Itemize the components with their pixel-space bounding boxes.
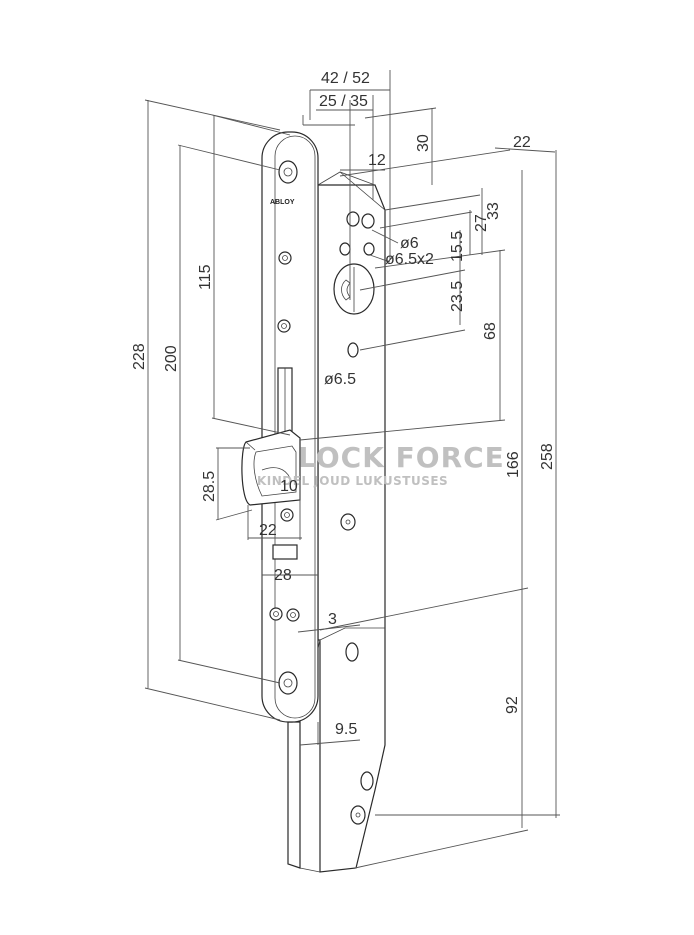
dim-28: 28 bbox=[274, 567, 292, 584]
watermark-title: LOCK FORCE bbox=[298, 441, 505, 474]
dim-3: 3 bbox=[328, 611, 337, 628]
dim-hole-65: ø6.5 bbox=[324, 371, 356, 388]
watermark: LOCK FORCE KINDEL JOUD LUKUSTUSES bbox=[257, 441, 505, 488]
dim-27: 27 bbox=[473, 214, 490, 232]
latch-bolt bbox=[241, 429, 301, 506]
dim-10: 10 bbox=[280, 478, 298, 495]
dimension-lines bbox=[144, 70, 560, 869]
faceplate-screw-bottom bbox=[278, 671, 298, 695]
dim-12: 12 bbox=[368, 152, 386, 169]
dim-22-top: 22 bbox=[513, 134, 531, 151]
dim-22-latch: 22 bbox=[259, 522, 277, 539]
top-screw-hole-2 bbox=[361, 213, 375, 229]
spindle-hole-left bbox=[339, 242, 351, 256]
dim-30: 30 bbox=[415, 134, 432, 152]
dim-15-5: 15.5 bbox=[449, 231, 466, 262]
case-screw-lower bbox=[350, 805, 366, 825]
aux-latch-window bbox=[272, 544, 298, 560]
top-screw-hole-1 bbox=[346, 211, 360, 227]
spindle-hole-right bbox=[363, 242, 375, 256]
dim-258: 258 bbox=[539, 443, 556, 470]
dim-hole-6: ø6 bbox=[400, 235, 419, 252]
fixing-hole-65 bbox=[347, 342, 359, 358]
dim-200: 200 bbox=[163, 345, 180, 372]
watermark-subtitle: KINDEL JOUD LUKUSTUSES bbox=[257, 474, 448, 488]
case-hole-lower-2 bbox=[360, 771, 374, 791]
dimension-labels: 42 / 52 25 / 35 30 22 12 33 27 ø6 ø6.5x2… bbox=[131, 70, 556, 738]
dim-backset-small: 25 / 35 bbox=[319, 93, 368, 110]
dim-228: 228 bbox=[131, 343, 148, 370]
dim-68: 68 bbox=[482, 322, 499, 340]
dim-hole-65x2: ø6.5x2 bbox=[385, 251, 434, 268]
case-screw-mid bbox=[340, 513, 356, 531]
brand-logo: ABLOY bbox=[270, 199, 295, 206]
faceplate: ABLOY bbox=[261, 131, 319, 723]
case-hole-lower-1 bbox=[345, 642, 359, 662]
dim-backset: 42 / 52 bbox=[321, 70, 370, 87]
dim-33: 33 bbox=[485, 202, 502, 220]
dim-166: 166 bbox=[505, 451, 522, 478]
faceplate-screws bbox=[269, 251, 300, 622]
dim-92: 92 bbox=[504, 696, 521, 714]
dim-115: 115 bbox=[197, 264, 214, 290]
faceplate-screw-top bbox=[278, 160, 298, 184]
dim-23-5: 23.5 bbox=[449, 281, 466, 312]
dim-28-5: 28.5 bbox=[201, 471, 218, 502]
dim-9-5: 9.5 bbox=[335, 721, 357, 738]
